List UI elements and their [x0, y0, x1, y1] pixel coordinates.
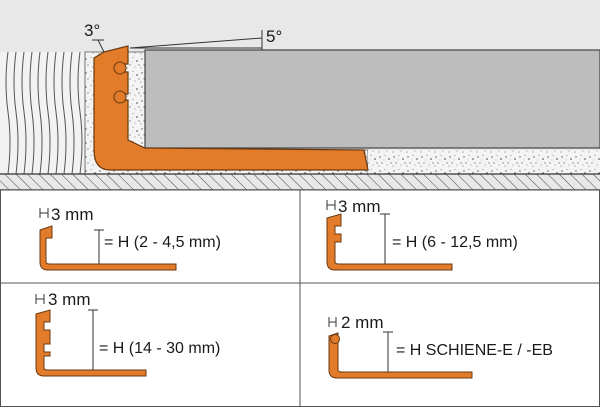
angle-right-label: 5°: [266, 27, 282, 46]
substrate: [0, 174, 600, 190]
panel-3-thickness: 3 mm: [48, 290, 91, 309]
panel-4: 2 mm = H SCHIENE-E / -EB: [328, 313, 553, 379]
angle-indicators: [92, 30, 263, 53]
panel-2-profile: [326, 213, 453, 271]
panel-4-thickness: 2 mm: [341, 313, 384, 332]
adhesive-bed-right: [368, 150, 600, 174]
cross-section: 3° 5°: [0, 0, 600, 191]
panel-2: 3 mm = H (6 - 12,5 mm): [326, 197, 518, 271]
panel-1-thickness: 3 mm: [51, 205, 94, 224]
panel-2-thickness: 3 mm: [338, 197, 381, 216]
panel-1: 3 mm = H (2 - 4,5 mm): [39, 205, 221, 271]
panel-3: 3 mm = H (14 - 30 mm): [35, 290, 220, 377]
panel-1-height: = H (2 - 4,5 mm): [104, 234, 221, 251]
tile: [144, 49, 600, 149]
panel-1-profile: [39, 225, 177, 271]
panel-2-height: = H (6 - 12,5 mm): [392, 234, 518, 251]
wall: [0, 51, 85, 175]
angle-left-label: 3°: [84, 21, 100, 40]
panel-3-profile: [35, 309, 147, 377]
panel-3-height: = H (14 - 30 mm): [99, 340, 220, 357]
panel-4-height: = H SCHIENE-E / -EB: [396, 342, 553, 359]
panel-4-profile: [328, 332, 473, 379]
